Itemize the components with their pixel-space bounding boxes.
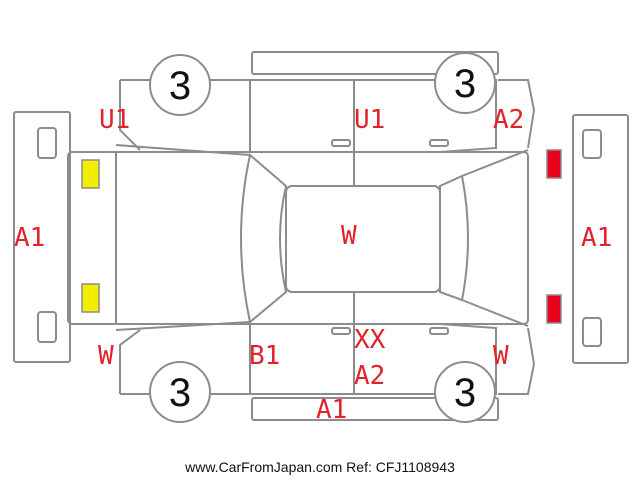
rear-bumper-panel — [572, 114, 629, 364]
tire-rear-left-grade: 3 — [169, 371, 191, 415]
label-front-fender-left: W — [98, 341, 114, 371]
top-side-profile — [119, 51, 536, 153]
rear-lamp-top — [546, 149, 562, 179]
tire-front-left: 3 — [149, 54, 211, 116]
label-rear-quarter-low: W — [493, 341, 509, 371]
footer-reference: www.CarFromJapan.com Ref: CFJ1108943 — [184, 459, 455, 475]
label-side-sill: A1 — [316, 395, 347, 425]
tire-rear-left: 3 — [149, 361, 211, 423]
label-rear-bumper: A1 — [581, 223, 612, 253]
car-body-outline — [67, 144, 529, 331]
tire-front-right-grade: 3 — [454, 62, 476, 106]
front-lamp-top — [81, 159, 100, 189]
tire-rear-right-grade: 3 — [454, 371, 476, 415]
tire-rear-right: 3 — [434, 361, 496, 423]
rear-lamp-bottom — [546, 294, 562, 324]
label-roof-center: U1 — [354, 105, 385, 135]
label-rear-quarter-right: A2 — [493, 105, 524, 135]
label-rear-door-left: XX — [354, 325, 386, 355]
front-lamp-bottom — [81, 283, 100, 313]
label-front-bumper: A1 — [14, 223, 45, 253]
label-front-door-left: B1 — [249, 341, 280, 371]
front-bumper-panel — [13, 111, 71, 363]
label-roof: W — [341, 221, 357, 251]
label-rear-door-left-2: A2 — [354, 361, 385, 391]
tire-front-right: 3 — [434, 52, 496, 114]
label-hood-left: U1 — [99, 105, 130, 135]
tire-front-left-grade: 3 — [169, 64, 191, 108]
